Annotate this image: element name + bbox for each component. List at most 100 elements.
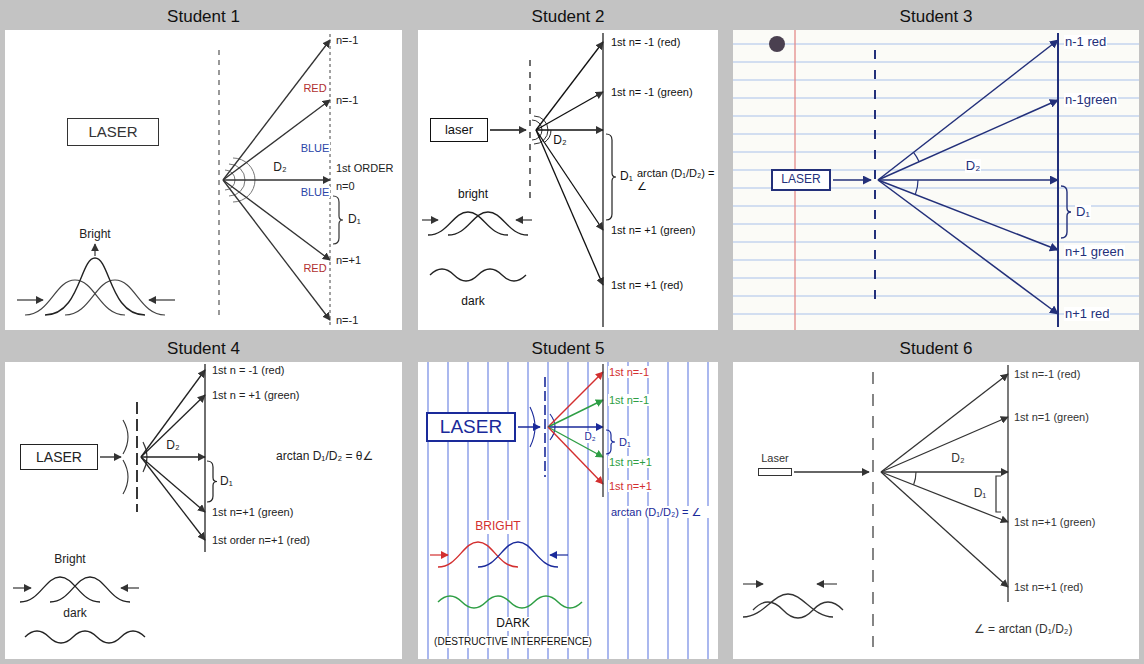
- wave-label: dark: [460, 295, 485, 309]
- order-label: 1st n = -1 (red): [211, 364, 285, 377]
- order-label: 1st n=+1 (green): [211, 506, 294, 519]
- order-label: n-1green: [1064, 93, 1118, 108]
- paper-sheet: [5, 362, 402, 659]
- color-label: BLUE: [300, 186, 331, 199]
- ray-arrow: [878, 100, 1058, 180]
- laser-box: Laser: [753, 452, 797, 476]
- order-label: 1st n= -1 (green): [610, 86, 694, 99]
- order-label: n=+1: [335, 254, 362, 267]
- ray-arrow: [536, 130, 603, 230]
- pointer-arrow: [149, 299, 175, 300]
- distance-label: D₂: [272, 161, 287, 175]
- ray-arrow: [881, 472, 1008, 522]
- grating-line: [874, 50, 876, 300]
- laser-body: [758, 468, 792, 476]
- laser-text: LASER: [36, 449, 82, 465]
- grating-line: [529, 60, 530, 200]
- punch-hole: [769, 36, 785, 52]
- ray-arrow: [548, 372, 603, 427]
- ray-arrow: [536, 129, 603, 130]
- grating-line: [218, 50, 219, 320]
- ray-arrow: [881, 374, 1008, 472]
- laser-text: LASER: [88, 123, 137, 140]
- ray-arrow: [536, 92, 603, 130]
- order-label: 1st n= +1 (red): [610, 279, 684, 292]
- distance-bracket: [996, 476, 1001, 512]
- beam-arrow: [100, 456, 121, 457]
- paper-sheet: [418, 30, 718, 330]
- order-label: 1st ORDER: [335, 162, 394, 175]
- student-panel: Student 4 LASER 1st n = -1 (red) 1st n = +1…: [5, 336, 402, 659]
- pointer-arrow: [121, 587, 139, 588]
- wave-curve: [430, 269, 526, 281]
- paper-sheet: [418, 362, 718, 659]
- wave-label: Bright: [78, 228, 111, 242]
- wave-curve: [25, 631, 145, 643]
- sketch-two: [422, 33, 616, 327]
- order-label: n+1 green: [1064, 245, 1125, 260]
- pointer-arrow: [550, 554, 568, 555]
- distance-label: D₁: [618, 436, 632, 449]
- distance-label: D₁: [347, 213, 362, 227]
- ray-arrow: [141, 457, 205, 540]
- ray-arrow: [223, 180, 330, 320]
- ray-arrow: [878, 40, 1058, 180]
- wave-label: DARK: [495, 617, 530, 631]
- panel-body: laser1st n= -1 (red)1st n= -1 (green)D₂D…: [418, 30, 718, 330]
- laser-text: laser: [445, 123, 473, 138]
- order-label: n=-1: [335, 34, 359, 47]
- distance-label: D₂: [965, 159, 981, 174]
- formula-label: arctan (D₁/D₂) = ∠: [636, 167, 716, 192]
- distance-label: D₁: [219, 475, 234, 489]
- order-label: n=-1: [335, 94, 359, 107]
- panel-title: Student 4: [5, 336, 402, 362]
- laser-text: Laser: [761, 452, 789, 465]
- order-label: 1st n=-1: [608, 366, 650, 379]
- formula-label: arctan D₁/D₂ = θ∠: [275, 450, 374, 464]
- order-label: 1st n=+1: [608, 480, 653, 493]
- order-label: 1st order n=+1 (red): [211, 534, 311, 547]
- wave-label: dark: [62, 607, 87, 621]
- panel-title: Student 3: [733, 4, 1139, 30]
- screen-line: [204, 364, 205, 552]
- order-label: 1st n=+1: [608, 456, 653, 469]
- distance-label: D₂: [165, 439, 180, 453]
- wave-curve: [428, 212, 508, 235]
- laser-box: LASER: [426, 412, 516, 442]
- order-label: 1st n = +1 (green): [211, 389, 300, 402]
- wave-curve: [753, 602, 843, 618]
- wave-curve: [50, 577, 130, 602]
- beam-arrow: [794, 471, 869, 472]
- angle-arc: [915, 180, 918, 195]
- ray-arrow: [223, 100, 330, 180]
- ray-arrow: [536, 130, 603, 285]
- screen-line: [1057, 33, 1059, 327]
- ray-arrow: [878, 180, 1058, 314]
- wave-curve: [478, 542, 558, 567]
- ray-arrow: [878, 180, 1058, 250]
- wave-curve: [45, 258, 145, 315]
- screen-line: [602, 33, 603, 327]
- sketch-one: [17, 34, 343, 326]
- wave-label: (DESTRUCTIVE INTERFERENCE): [433, 636, 593, 648]
- grating-line: [872, 372, 873, 647]
- wave-curve: [65, 280, 165, 315]
- beam-arrow: [833, 179, 871, 181]
- ray-arrow: [881, 417, 1008, 472]
- student-panel: Student 2laser1st n= -1 (red)1st n= -1 (…: [418, 4, 718, 330]
- screen-line: [330, 34, 331, 326]
- order-label: 1st n=-1 (red): [1013, 368, 1081, 381]
- ray-arrow: [548, 427, 603, 484]
- ray-arrow: [881, 472, 1008, 587]
- formula-label: ∠ = arctan (D₁/D₂): [973, 623, 1073, 637]
- order-label: 1st n=+1 (red): [1013, 581, 1084, 594]
- screen-line: [602, 364, 603, 497]
- distance-brace: [1061, 186, 1071, 238]
- distance-label: D₁: [1075, 205, 1091, 220]
- student-panel: Student 5LASER1st n=-11st n=-1D₂D₁1st n=…: [418, 336, 718, 659]
- ray-arrow: [536, 42, 603, 130]
- order-label: 1st n= +1 (green): [610, 224, 696, 237]
